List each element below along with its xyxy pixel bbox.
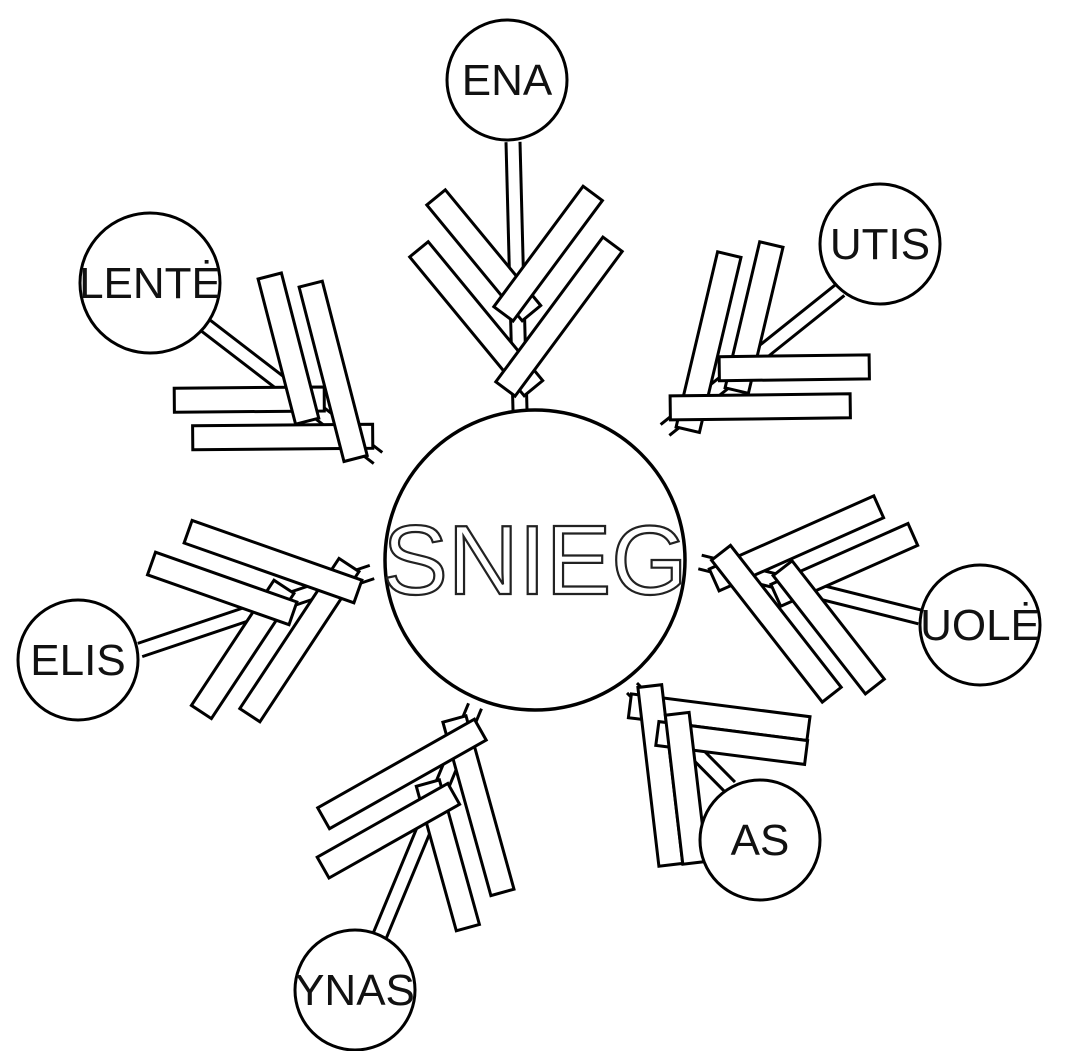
ending-node: AS: [698, 778, 822, 902]
branch-feather: [654, 719, 810, 767]
branch-feather: [707, 493, 886, 593]
ending-node: UOLĖ: [918, 563, 1042, 687]
branch-feather: [237, 556, 362, 724]
branch-feather: [717, 353, 871, 383]
branch-feather: [145, 550, 299, 627]
center-label: SNIEG: [383, 505, 688, 615]
branch-feather: [182, 518, 364, 605]
branch-feather: [709, 543, 844, 705]
ending-label: UOLĖ: [920, 601, 1040, 650]
ending-label: YNAS: [295, 966, 415, 1015]
branch-7: [172, 271, 384, 465]
ending-label: ELIS: [30, 636, 125, 685]
branch-feather: [668, 392, 852, 422]
branch-feather: [315, 781, 462, 881]
ending-node: LENTĖ: [78, 211, 222, 355]
branch-3: [697, 493, 923, 705]
center-node: SNIEG: [381, 408, 689, 712]
branch-feather: [770, 558, 887, 697]
word-endings: ENA UTIS UOLĖ AS YNAS ELIS LENTĖ: [16, 18, 1042, 1051]
branch-feather: [493, 235, 625, 399]
ending-circle: [78, 211, 222, 355]
branch-feather: [674, 249, 743, 435]
branch-1: [407, 141, 625, 411]
ending-circle: [918, 563, 1042, 687]
snowflake-branches: [137, 141, 923, 939]
ending-circle: [293, 928, 417, 1051]
ending-node: ELIS: [16, 598, 140, 722]
branch-2: [659, 239, 871, 437]
ending-node: UTIS: [818, 182, 942, 306]
ending-node: YNAS: [293, 928, 417, 1051]
center-circle: [383, 408, 687, 712]
branch-feather: [407, 239, 545, 398]
branch-feather: [297, 279, 370, 464]
ending-label: AS: [731, 816, 790, 865]
ending-node: ENA: [445, 18, 569, 142]
branch-feather: [256, 271, 321, 427]
branch-feather: [491, 184, 605, 324]
branch-feather: [441, 713, 516, 898]
ending-circle: [698, 778, 822, 902]
branch-6: [137, 518, 375, 724]
ending-circle: [818, 182, 942, 306]
ending-circle: [16, 598, 140, 722]
branch-feather: [315, 717, 489, 831]
ending-circle: [445, 18, 569, 142]
branch-5: [315, 702, 516, 939]
ending-label: UTIS: [830, 220, 930, 269]
ending-label: LENTĖ: [79, 259, 221, 308]
branch-feather: [191, 422, 375, 452]
ending-label: ENA: [462, 56, 553, 105]
